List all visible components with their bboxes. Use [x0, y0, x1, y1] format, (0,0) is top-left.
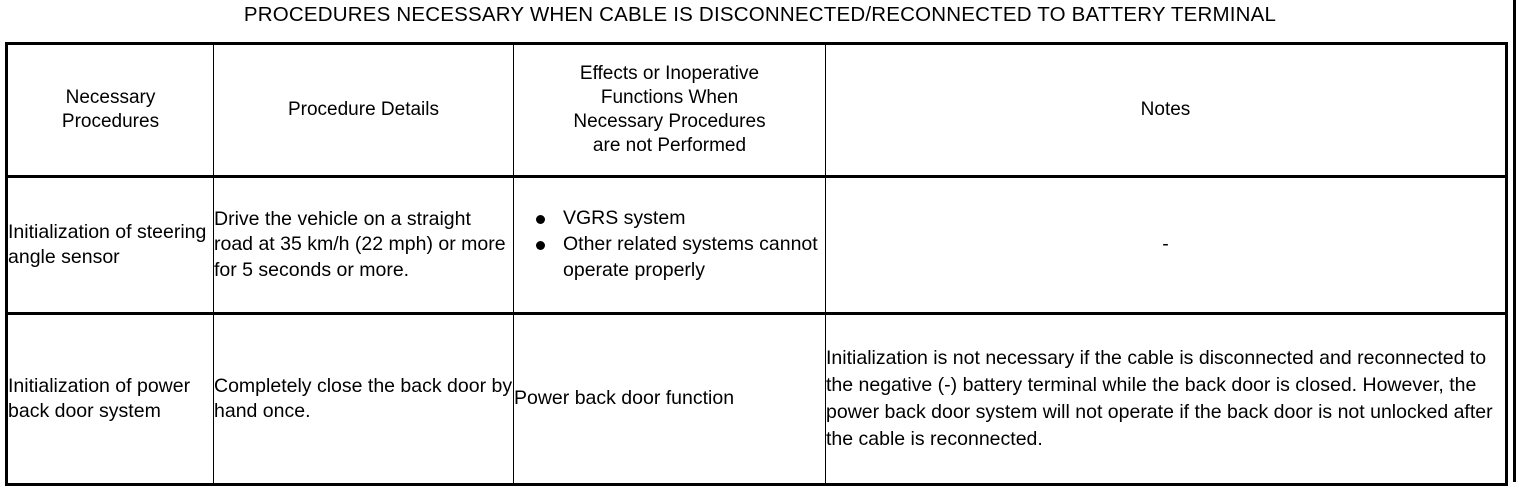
- notes-dash: -: [1162, 233, 1169, 256]
- list-item: Other related systems cannot operate pro…: [536, 232, 825, 283]
- cell-effects-inoperative-functions: VGRS system Other related systems cannot…: [513, 176, 826, 314]
- cell-necessary-procedure: Initialization of power back door system: [6, 312, 214, 485]
- table-header-row: Necessary Procedures Procedure Details E…: [6, 43, 1507, 178]
- column-header-line: Necessary: [65, 87, 156, 108]
- list-item: VGRS system: [536, 206, 825, 232]
- bullet-icon: [536, 241, 545, 251]
- procedures-table-container: Necessary Procedures Procedure Details E…: [5, 42, 1508, 486]
- page-title: PROCEDURES NECESSARY WHEN CABLE IS DISCO…: [243, 3, 1277, 26]
- column-header-line: Notes: [1140, 99, 1191, 120]
- cell-necessary-procedure: Initialization of steering angle sensor: [6, 176, 214, 314]
- column-header-line: Procedure Details: [287, 99, 440, 120]
- column-header-necessary-procedures: Necessary Procedures: [6, 43, 214, 178]
- procedures-table: Necessary Procedures Procedure Details E…: [5, 42, 1508, 486]
- effects-bullet-list: VGRS system Other related systems cannot…: [514, 206, 825, 284]
- column-header-line: Effects or Inoperative: [579, 63, 760, 84]
- cell-notes: Initialization is not necessary if the c…: [825, 312, 1507, 485]
- bullet-icon: [536, 214, 545, 224]
- list-item-label: Other related systems cannot operate pro…: [563, 233, 818, 281]
- column-header-line: Functions When: [600, 87, 739, 108]
- column-header-line: are not Performed: [592, 135, 747, 156]
- cell-procedure-details: Completely close the back door by hand o…: [213, 312, 514, 485]
- column-header-line: Procedures: [61, 111, 160, 132]
- column-header-procedure-details: Procedure Details: [213, 43, 514, 178]
- column-header-notes: Notes: [825, 43, 1507, 178]
- list-item-label: VGRS system: [563, 206, 686, 229]
- column-header-effects-inoperative-functions: Effects or Inoperative Functions When Ne…: [513, 43, 826, 178]
- page-edge-rule: [1513, 0, 1516, 482]
- table-row: Initialization of power back door system…: [6, 312, 1507, 485]
- table-row: Initialization of steering angle sensor …: [6, 176, 1507, 314]
- cell-effects-inoperative-functions: Power back door function: [513, 312, 826, 485]
- column-header-line: Necessary Procedures: [573, 111, 766, 132]
- cell-procedure-details: Drive the vehicle on a straight road at …: [213, 176, 514, 314]
- cell-notes: -: [825, 176, 1507, 314]
